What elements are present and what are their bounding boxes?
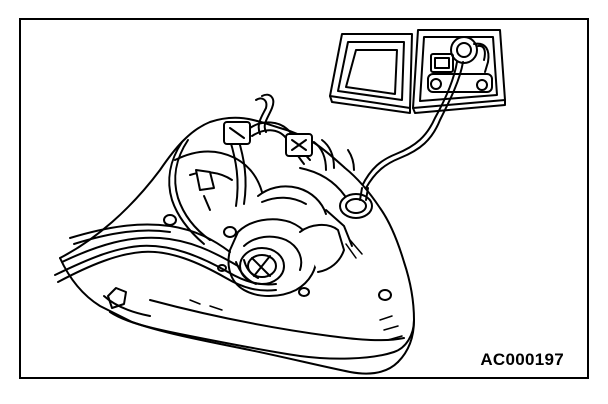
vent-hoses — [195, 93, 355, 285]
tester-hose — [361, 61, 464, 189]
figure-code: AC000197 — [480, 350, 564, 369]
tester-case — [329, 29, 506, 114]
tester-case-body — [412, 29, 506, 114]
fuel-tank — [59, 116, 415, 375]
fuel-lines — [54, 137, 277, 292]
tester-case-lid — [329, 33, 413, 114]
